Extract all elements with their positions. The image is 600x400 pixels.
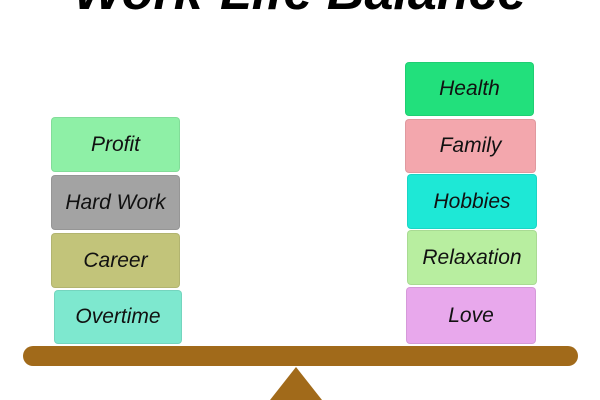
block-family: Family <box>405 119 536 173</box>
block-profit: Profit <box>51 117 180 172</box>
balance-beam <box>23 346 578 366</box>
diagram-title: Work-Life Balance <box>0 0 600 18</box>
fulcrum-shape <box>270 367 322 400</box>
block-relaxation: Relaxation <box>407 230 537 285</box>
block-career: Career <box>51 233 180 288</box>
block-love: Love <box>406 287 536 344</box>
block-hard-work: Hard Work <box>51 175 180 230</box>
block-health: Health <box>405 62 534 116</box>
block-overtime: Overtime <box>54 290 182 344</box>
block-hobbies: Hobbies <box>407 174 537 229</box>
